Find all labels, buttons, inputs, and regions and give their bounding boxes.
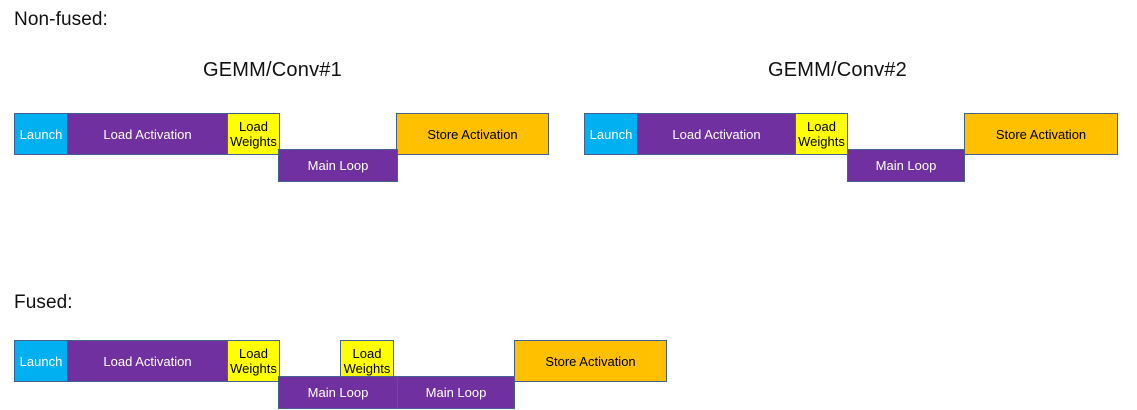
gemm1-main-loop-bar: Main Loop (278, 149, 398, 182)
gemm1-load-activation-bar: Load Activation (67, 113, 228, 155)
fused-launch-bar: Launch (14, 340, 68, 382)
gemm1-load-weights-bar: Load Weights (227, 113, 280, 155)
bar-label: Load Activation (672, 126, 761, 142)
gemm1-store-activation-bar: Store Activation (396, 113, 549, 155)
bar-label: Store Activation (545, 353, 636, 369)
bar-label: Store Activation (995, 126, 1087, 142)
fused-load-activation-bar: Load Activation (67, 340, 228, 382)
non-fused-section-label: Non-fused: (14, 9, 108, 30)
bar-label: Launch (19, 353, 63, 369)
gemm1-launch-bar: Launch (14, 113, 68, 155)
bar-label: Launch (589, 126, 633, 142)
fused-load-weights-2-bar: Load Weights (340, 340, 394, 382)
gemm-conv-1-title: GEMM/Conv#1 (203, 59, 342, 81)
gemm2-main-loop-bar: Main Loop (847, 149, 965, 182)
bar-label: Load Activation (103, 126, 192, 142)
fused-main-loop-2-bar: Main Loop (397, 376, 515, 409)
gemm2-store-activation-bar: Store Activation (964, 113, 1118, 155)
bar-label: Load Weights (343, 346, 391, 376)
gemm2-launch-bar: Launch (584, 113, 638, 155)
bar-label: Store Activation (427, 126, 518, 142)
bar-label: Main Loop (307, 385, 369, 400)
gemm2-load-weights-bar: Load Weights (795, 113, 848, 155)
bar-label: Main Loop (875, 158, 937, 173)
gemm2-load-activation-bar: Load Activation (637, 113, 796, 155)
bar-label: Load Weights (230, 119, 277, 149)
bar-label: Main Loop (307, 158, 369, 173)
fused-store-activation-bar: Store Activation (514, 340, 667, 382)
bar-label: Load Weights (798, 119, 845, 149)
bar-label: Load Activation (103, 353, 192, 369)
fused-main-loop-1-bar: Main Loop (278, 376, 398, 409)
bar-label: Main Loop (425, 385, 487, 400)
fused-load-weights-1-bar: Load Weights (227, 340, 280, 382)
fused-section-label: Fused: (14, 292, 73, 313)
bar-label: Load Weights (230, 346, 277, 376)
bar-label: Launch (19, 126, 63, 142)
gemm-conv-2-title: GEMM/Conv#2 (768, 59, 907, 81)
